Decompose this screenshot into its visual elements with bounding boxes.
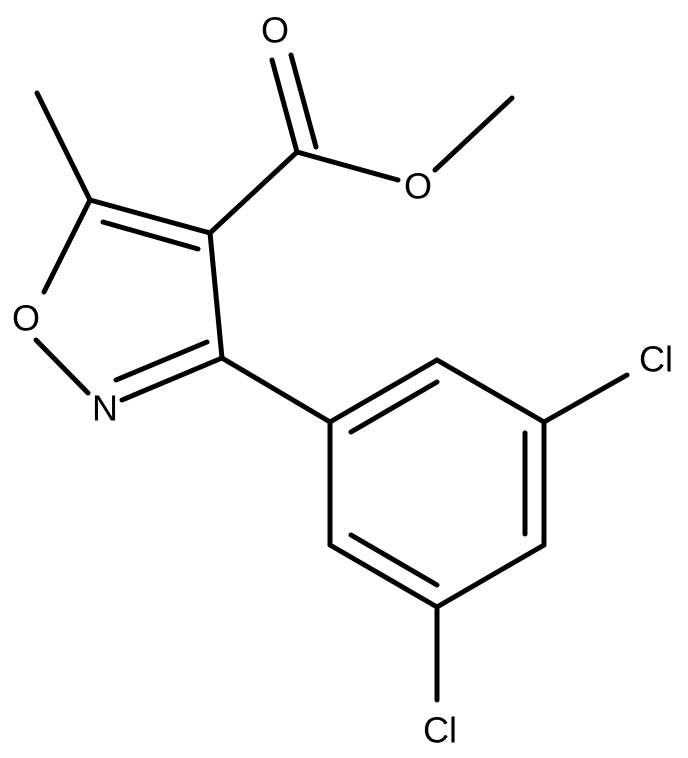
bond-c3-c4	[207, 230, 225, 361]
bond-ph-4-5	[434, 542, 547, 610]
atom-o-ester: O	[404, 166, 432, 207]
bond-c-cl-top	[541, 372, 630, 425]
bond-ph-1-2-inner	[348, 379, 440, 435]
bonds	[33, 52, 630, 703]
bond-carbonyl	[269, 57, 300, 155]
bond-c4-ester-c	[207, 149, 300, 236]
atom-labels: O O O N Cl Cl	[12, 10, 673, 751]
atom-cl-top: Cl	[639, 339, 673, 380]
atom-o-carbonyl: O	[261, 10, 289, 51]
atom-n-ring: N	[92, 388, 118, 429]
bond-methyl-c5	[34, 90, 93, 203]
atom-cl-bottom: Cl	[423, 710, 457, 751]
bond-ester-c-o	[294, 149, 401, 183]
bond-n2-c3	[119, 355, 225, 403]
bond-ph-5-6	[327, 542, 440, 610]
bond-n2-c3-inner	[113, 339, 210, 383]
bond-ester-o-methyl	[432, 95, 515, 173]
bond-c5-o1	[41, 197, 93, 295]
bond-ph-5-6-inner	[348, 532, 440, 588]
bond-c3-phenyl	[219, 355, 333, 425]
bond-ph-2-3	[434, 357, 547, 425]
bond-o1-n2	[33, 337, 91, 396]
bond-carbonyl-2	[288, 52, 319, 150]
bond-ph-1-2	[327, 357, 440, 425]
bond-c5-c4	[87, 197, 213, 236]
atom-o-ring: O	[12, 298, 40, 339]
bond-c5-c4-inner	[100, 219, 201, 252]
